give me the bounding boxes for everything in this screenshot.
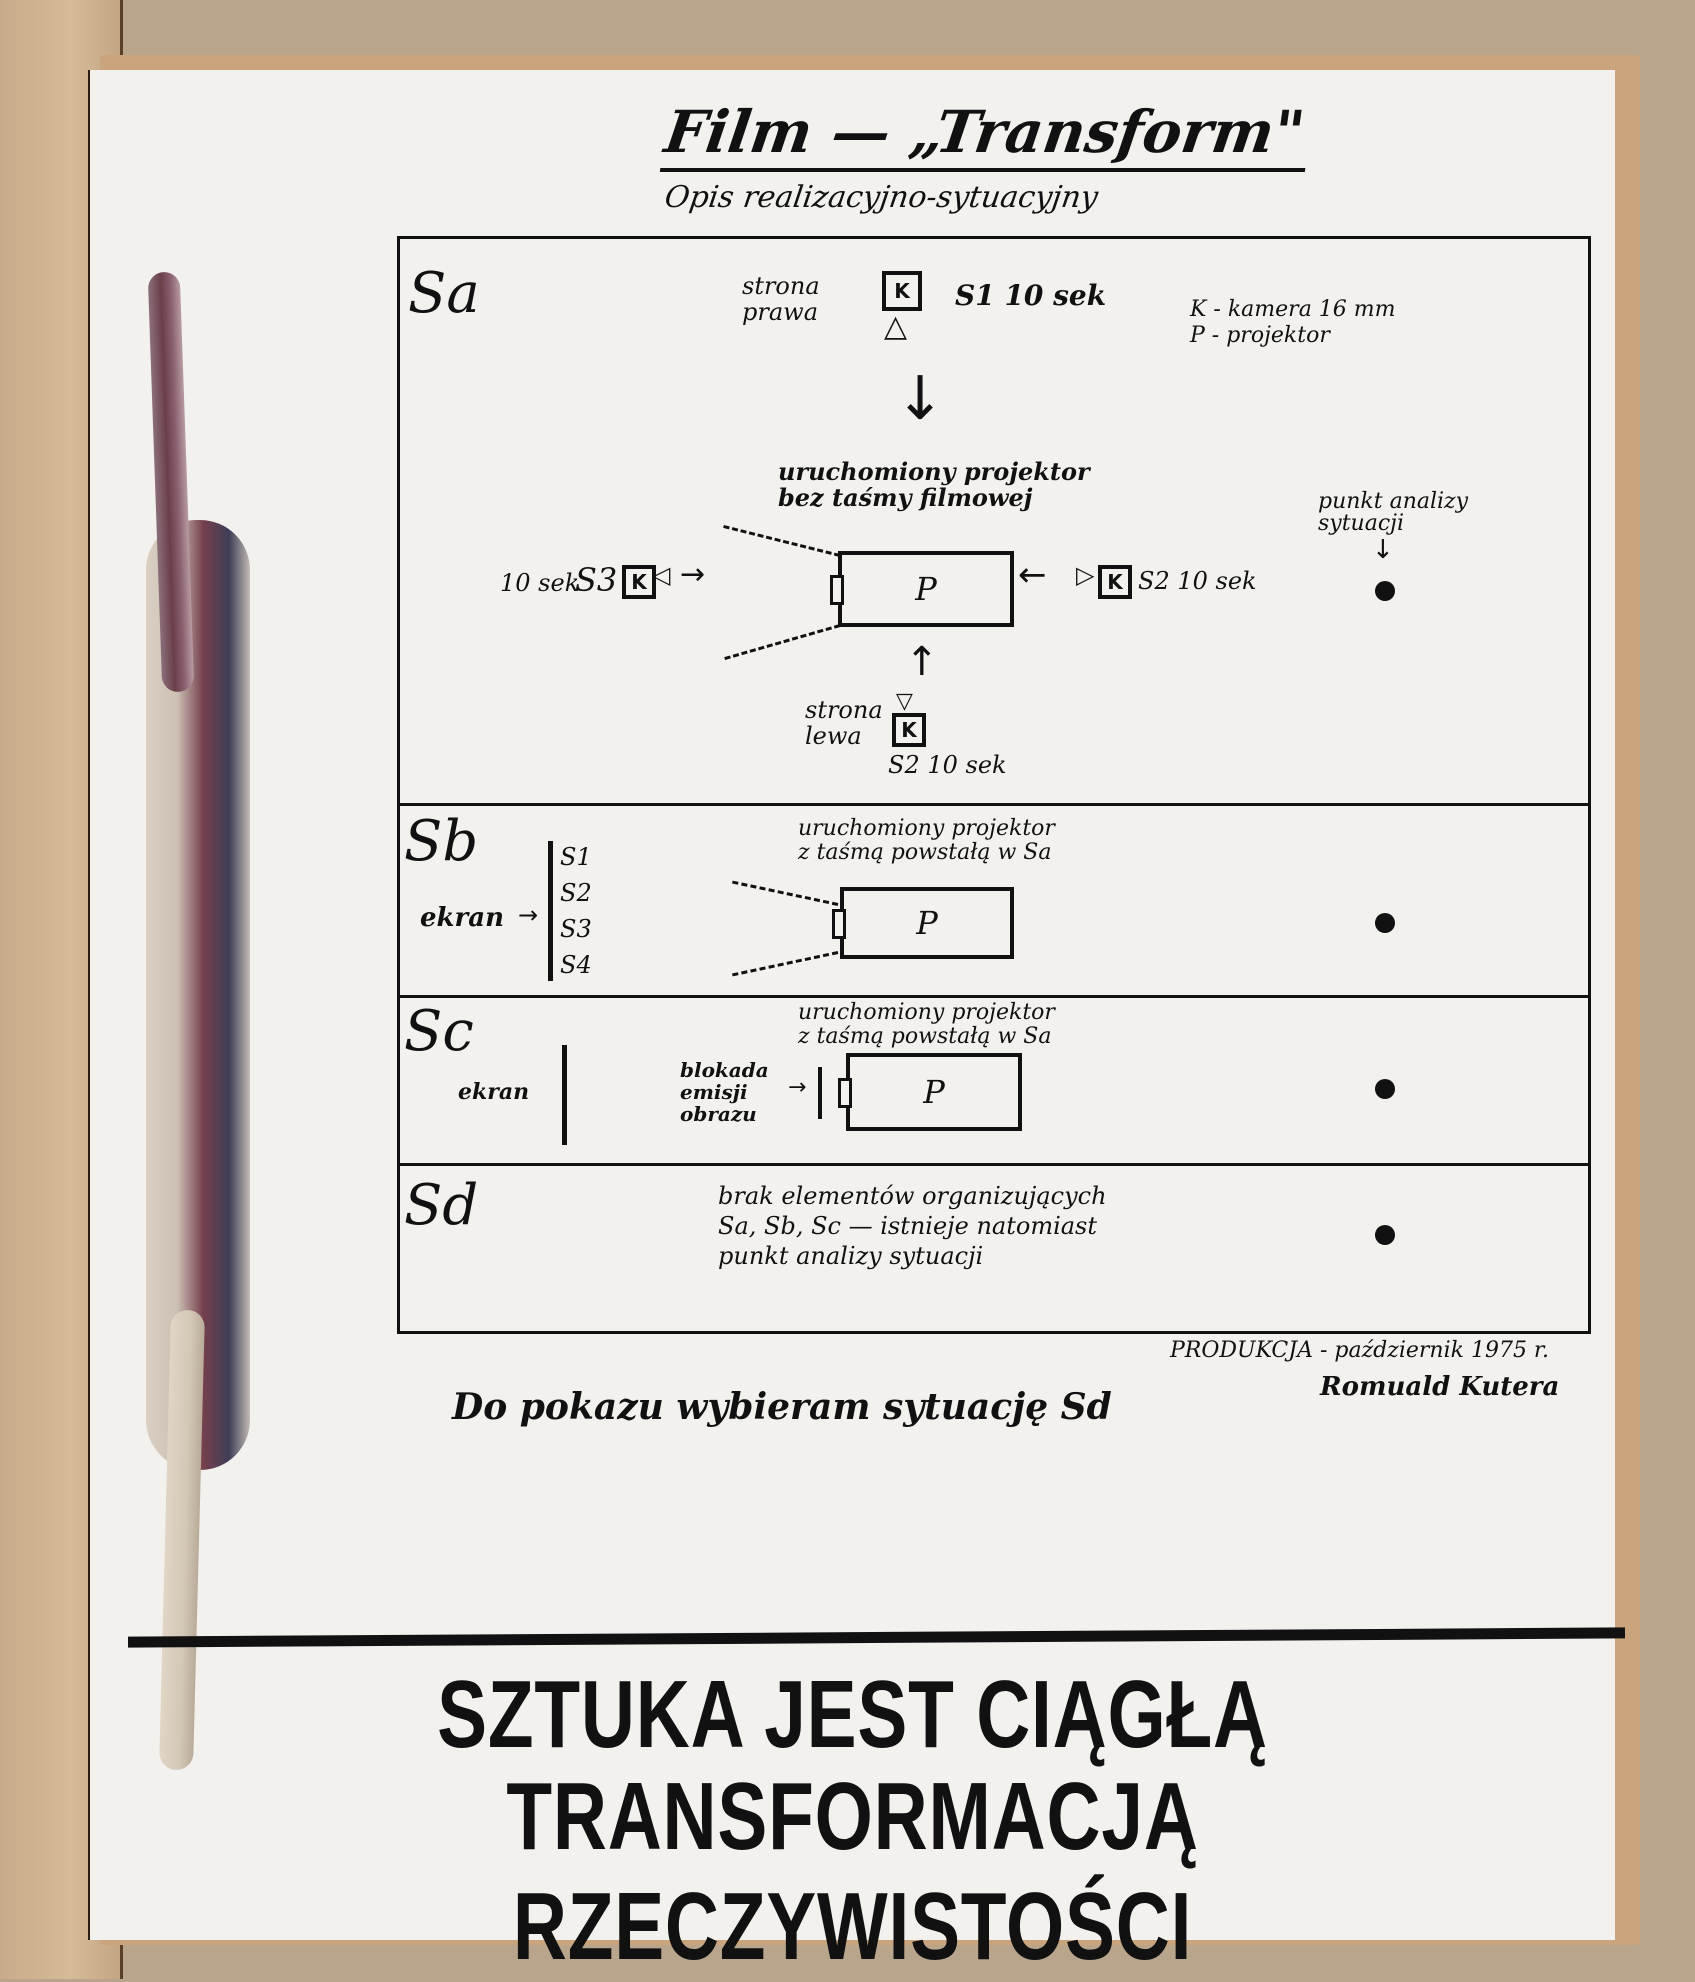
analysis-point-dot [1375, 1225, 1395, 1245]
camera-lens-icon: ▷ [1076, 561, 1095, 589]
projector-lens-icon [830, 575, 844, 605]
projector-lens-icon [838, 1078, 852, 1108]
section-sb: Sb ekran → S1 S2 S3 S4 uruchomiony proje… [400, 803, 1588, 998]
projector-note: uruchomiony projektor z taśmą powstałą w… [798, 816, 1055, 865]
arrow-down-icon: ↓ [895, 364, 946, 434]
sd-note: brak elementów organizujących Sa, Sb, Sc… [718, 1182, 1107, 1270]
block-note: blokada emisji obrazu [680, 1058, 769, 1126]
section-sa: Sa strona prawa K △ S1 10 sek K - kamera… [400, 239, 1588, 806]
camera-side-label: strona prawa [742, 272, 820, 326]
screen-label: ekran [420, 903, 505, 933]
screen-bar [562, 1045, 567, 1145]
arrow-right-icon: → [680, 557, 706, 592]
projection-beam-upper [723, 525, 841, 557]
section-label: Sb [404, 809, 479, 874]
projector-note: uruchomiony projektor bez taśmy filmowej [778, 457, 1090, 512]
projector-note: uruchomiony projektor z taśmą powstałą w… [798, 1000, 1055, 1049]
page-title: Film — „Transform" [659, 98, 1315, 172]
projector-box: P [838, 1053, 1022, 1131]
section-label: Sd [404, 1173, 479, 1238]
camera-icon: K [882, 271, 922, 311]
camera-caption: S2 10 sek [888, 751, 1007, 779]
projector-box: P [830, 551, 1014, 627]
section-label: Sa [408, 261, 480, 326]
camera-caption: S3 [575, 561, 618, 599]
camera-icon: K [1098, 565, 1132, 599]
slogan-line-2: TRANSFORMACJĄ RZECZYWISTOŚCI [506, 1763, 1199, 1980]
camera-icon: K [622, 565, 656, 599]
slogan-line-1: SZTUKA JEST CIĄGŁĄ [437, 1661, 1268, 1768]
legend-projector: P - projektor [1190, 323, 1330, 348]
camera-side-label: strona lewa [805, 696, 883, 750]
legend-camera: K - kamera 16 mm [1190, 297, 1396, 322]
arrow-up-icon: ↑ [905, 639, 939, 685]
projection-beam-lower [732, 951, 839, 977]
section-sd: Sd brak elementów organizujących Sa, Sb,… [400, 1163, 1588, 1331]
section-sc: Sc ekran uruchomiony projektor z taśmą p… [400, 995, 1588, 1166]
arrow-right-icon: → [788, 1075, 807, 1100]
screen-items: S1 S2 S3 S4 [560, 843, 592, 979]
projection-beam-upper [732, 880, 839, 906]
legend: K - kamera 16 mm P - projektor [1190, 297, 1396, 349]
arrow-right-icon: → [518, 901, 539, 929]
production-note: PRODUKCJA - październik 1975 r. [1170, 1338, 1550, 1363]
projector-lens-icon [832, 909, 846, 939]
emission-block-bar [818, 1067, 822, 1119]
camera-caption-duration: 10 sek [500, 569, 580, 597]
camera-lens-icon: ▽ [896, 689, 913, 714]
author-signature: Romuald Kutera [1320, 1372, 1560, 1402]
camera-lens-icon: ◁ [652, 561, 671, 589]
projector-box: P [832, 887, 1014, 959]
camera-caption: S1 10 sek [955, 279, 1107, 312]
section-label: Sc [404, 999, 474, 1064]
analysis-point-note: punkt analizy sytuacji [1318, 489, 1469, 536]
camera-caption: S2 10 sek [1138, 567, 1257, 595]
screen-label: ekran [458, 1079, 530, 1105]
screen-bar [548, 841, 553, 981]
analysis-point-dot [1375, 1079, 1395, 1099]
chosen-situation-note: Do pokazu wybieram sytuację Sd [452, 1386, 1112, 1428]
arrow-left-icon: ← [1018, 555, 1047, 595]
projection-beam-lower [724, 624, 841, 661]
analysis-point-dot [1375, 581, 1395, 601]
camera-tripod-icon: △ [884, 309, 908, 344]
arrow-down-icon: ↓ [1372, 535, 1394, 565]
situation-diagram: Sa strona prawa K △ S1 10 sek K - kamera… [397, 236, 1591, 1334]
page-subtitle: Opis realizacyjno-sytuacyjny [662, 180, 1101, 215]
camera-icon: K [892, 713, 926, 747]
analysis-point-dot [1375, 913, 1395, 933]
